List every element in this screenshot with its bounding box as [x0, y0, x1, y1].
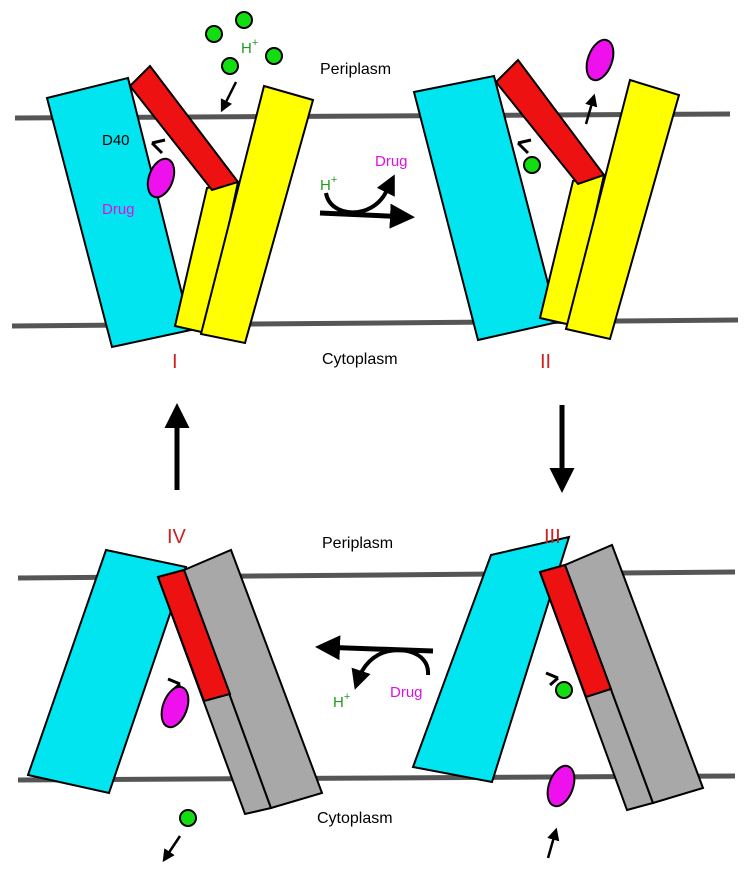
state-3-bound-proton: [555, 681, 573, 699]
state-3-numeral: III: [544, 526, 561, 548]
state-4-bound-drug: [160, 685, 190, 729]
state-4-transporter: [26, 548, 324, 863]
state-1-numeral: I: [172, 351, 178, 373]
state-2-drug-exit-arrow: [584, 93, 598, 125]
periplasm-label-top: Periplasm: [320, 61, 391, 78]
state-1-proton-entry-arrow: [220, 81, 238, 113]
state-1-yellow-helix-long: [199, 84, 315, 345]
state-3-drug-entry-arrow: [546, 827, 560, 859]
state-1-drug-label: Drug: [102, 201, 135, 218]
state-4-cyan-helix: [26, 548, 188, 795]
proton-charge: +: [344, 691, 350, 703]
state-3-incoming-drug: [546, 764, 576, 808]
state-4-released-proton: [179, 809, 197, 827]
state-4-numeral: IV: [167, 526, 187, 548]
transition-1-2-arrow: [319, 203, 415, 229]
transition-3-4-curved-arrow: [351, 648, 430, 690]
state-4-proton-exit-arrow: [162, 835, 182, 863]
state-2-d40-sidechain: [516, 138, 532, 155]
transition-3-4-drug-label: Drug: [390, 684, 423, 701]
state-1-red-helix: [128, 64, 240, 192]
proton-charge: +: [252, 37, 258, 49]
proton-symbol: H: [333, 694, 344, 711]
state-1-transporter: [45, 11, 315, 349]
transition-1-2-proton-label: H+: [320, 174, 337, 194]
state-2-transporter: [412, 38, 681, 342]
state-1-proton-label: H+: [241, 37, 258, 57]
state-3-red-helix: [538, 563, 613, 699]
proton-symbol: H: [320, 177, 331, 194]
state-2-numeral: II: [540, 351, 551, 373]
state-1-proton-2: [235, 11, 253, 29]
proton-symbol: H: [241, 40, 252, 57]
state-2-released-drug: [585, 38, 615, 82]
state-2-red-helix: [494, 58, 606, 186]
state-3-transporter: [411, 535, 705, 859]
state-1-proton-4: [221, 57, 239, 75]
state-2-yellow-helix-long: [564, 78, 681, 341]
state-1-proton-1: [205, 25, 223, 43]
cytoplasm-label-bottom: Cytoplasm: [317, 810, 393, 827]
state-3-d40-sidechain: [545, 671, 559, 687]
transition-1-2-drug-label: Drug: [375, 153, 408, 170]
periplasm-label-bottom: Periplasm: [322, 535, 393, 552]
state-1-drug-molecule: [146, 157, 176, 199]
cytoplasm-label-top: Cytoplasm: [322, 351, 398, 368]
state-2-bound-proton: [523, 156, 541, 174]
state-1-d40-sidechain: [150, 138, 166, 155]
state-4-gray-helix-long: [182, 548, 324, 810]
transition-3-4-arrow: [315, 635, 434, 661]
state-3-cyan-helix: [411, 535, 571, 784]
state-4-red-helix: [156, 568, 232, 703]
state-1-proton-3: [265, 47, 283, 65]
state-1-residue-label: D40: [102, 132, 130, 149]
transition-1-2-curved-arrow: [324, 174, 395, 215]
transition-3-4-proton-label: H+: [333, 691, 350, 711]
proton-charge: +: [331, 174, 337, 186]
state-3-gray-helix-long: [563, 543, 705, 805]
